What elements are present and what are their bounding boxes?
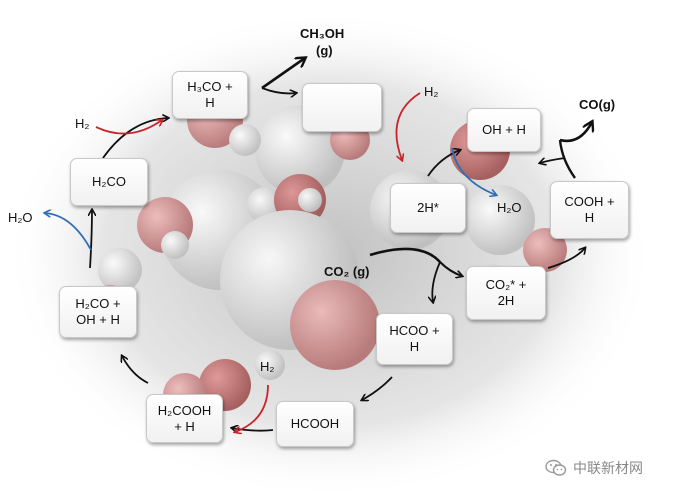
arrow-h2-left-red <box>95 120 162 135</box>
arrow-h2-bottom-red <box>235 384 269 432</box>
node-line: H₂CO <box>92 174 126 189</box>
arrow-co2g-to-hcoo <box>432 261 441 302</box>
node-h2cooh-h: H₂COOH+ H <box>146 394 223 443</box>
watermark-text: 中联新材网 <box>573 460 643 476</box>
node-line: + H <box>174 418 195 434</box>
arrow-h2co-oh-to-h2co <box>90 210 92 269</box>
node-co2s-2h: CO₂* +2H <box>466 266 546 320</box>
arrow-co2g-to-co2s <box>439 261 462 276</box>
node-line: OH + H <box>482 122 526 137</box>
node-oh-h: OH + H <box>467 108 541 152</box>
node-line: CO₂* + <box>485 277 527 292</box>
arrow-co2s-to-cooh <box>547 248 585 269</box>
wechat-icon <box>545 459 567 476</box>
label-h2-topright: H₂ <box>424 84 439 99</box>
node-line: HCOOH <box>290 416 340 431</box>
node-line: H <box>584 210 595 225</box>
node-hcoo-h: HCOO +H <box>376 313 453 365</box>
arrow-h2-topright-red <box>395 92 421 160</box>
label-co-g: CO(g) <box>579 97 616 112</box>
label-ch3oh-phase: (g) <box>316 43 333 58</box>
node-h2co: H₂CO <box>70 158 148 206</box>
arrow-hcoo-to-hcooh <box>362 376 393 400</box>
arrow-h2o-right-blue <box>451 147 496 195</box>
node-line: HCOO + <box>389 323 440 338</box>
node-h3co-h: H₃CO +H <box>172 71 248 119</box>
label-co2-g: CO₂ (g) <box>324 264 370 279</box>
arrow-h2co-to-h3co <box>102 118 168 159</box>
watermark: 中联新材网 <box>545 458 643 478</box>
arrow-to-ch3oh <box>261 58 305 90</box>
node-line: H <box>409 339 420 354</box>
node-line: H <box>205 95 215 110</box>
label-h2-bottom: H₂ <box>260 359 275 374</box>
arrow-co2g-main <box>369 247 441 263</box>
arrow-to-empty-box <box>261 87 296 93</box>
node-empty <box>302 83 382 132</box>
arrow-cooh-to-oh-h <box>540 157 566 163</box>
arrow-to-co-g <box>559 122 592 143</box>
node-line: OH + H <box>76 312 120 327</box>
label-h2-left: H₂ <box>75 116 90 131</box>
node-hcooh: HCOOH <box>276 401 354 447</box>
node-line: H₂CO + <box>75 296 121 311</box>
node-line: H₂COOH <box>157 402 212 418</box>
arrow-h2o-left-blue <box>45 213 92 251</box>
arrow-h2cooh-to-h2co-oh <box>122 356 149 384</box>
node-line: 2H <box>497 293 515 308</box>
node-2h-star: 2H* <box>390 183 466 233</box>
node-line: H₃CO + <box>187 79 233 94</box>
node-h2co-oh-h: H₂CO +OH + H <box>59 286 137 338</box>
arrow-cooh-split <box>558 139 576 179</box>
label-h2o-left: H₂O <box>8 210 33 225</box>
node-line: COOH + <box>564 194 615 209</box>
label-ch3oh: CH₃OH <box>300 26 345 41</box>
label-h2o-right: H₂O <box>497 200 522 215</box>
arrow-2h-to-oh-h <box>427 150 460 177</box>
node-cooh-h: COOH +H <box>550 181 629 239</box>
node-line: 2H* <box>417 200 439 215</box>
